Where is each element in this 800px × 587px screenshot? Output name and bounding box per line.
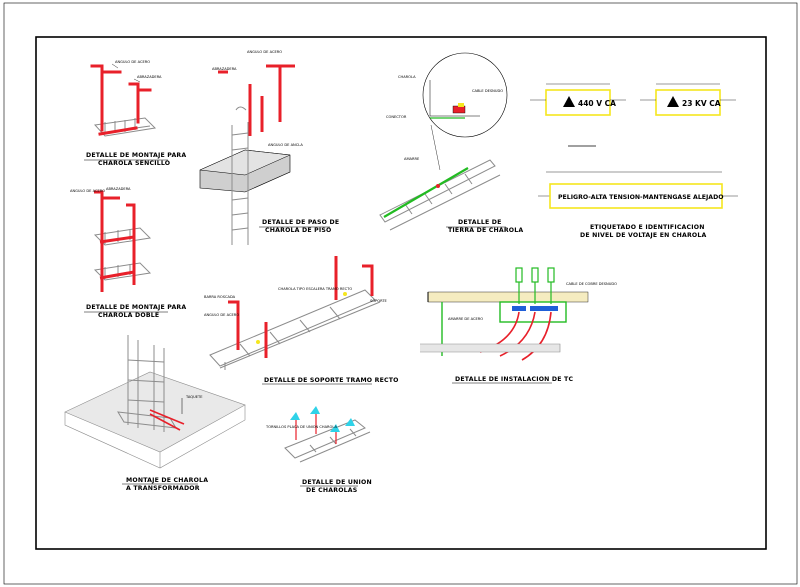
- inner-frame: [35, 36, 767, 550]
- caption-instalacion: DETALLE DE INSTALACION DE TC: [455, 376, 573, 383]
- label-barra-roscada: BARRA ROSCADA: [204, 295, 236, 299]
- detail-etiquetado: 440 V CA 23 KV CA PELIGRO-ALTA TENSION-M…: [530, 83, 738, 239]
- label-cable-cobre: CABLE DE COBRE DESNUDO: [566, 282, 617, 286]
- caption-doble-line2: CHAROLA DOBLE: [98, 312, 159, 319]
- sign-warning-banner: [549, 183, 723, 209]
- label-abrazadera-2: ABRAZADERA: [106, 187, 131, 191]
- caption-paso-line2: CHAROLA DE PISO: [265, 227, 332, 234]
- detail-soporte-tramo-recto: BARRA ROSCADA ANGULO DE ACERO CHAROLA TI…: [204, 256, 399, 385]
- label-angulo-ancla: ANGULO DE ANCLA: [268, 143, 303, 147]
- warning-triangle-icon-2: [667, 96, 679, 107]
- label-tornillos: TORNILLOS PLACA DE UNION CHAROLA: [265, 425, 337, 429]
- caption-etiquetado-line2: DE NIVEL DE VOLTAJE EN CHAROLA: [580, 232, 707, 239]
- label-abrazadera: ABRAZADERA: [137, 75, 162, 79]
- caption-etiquetado-line1: ETIQUETADO E IDENTIFICACION: [590, 224, 705, 231]
- label-amarre: AMARRE: [404, 157, 420, 161]
- detail-instalacion-tc: CABLE DE COBRE DESNUDO AMARRE DE ACERO D…: [420, 267, 617, 384]
- label-soporte: SOPORTE: [370, 299, 388, 303]
- outer-frame: [3, 2, 798, 585]
- label-angulo-acero-3: ANGULO DE ACERO: [247, 50, 282, 54]
- label-charola-tipo: CHAROLA TIPO ESCALERA TRAMO RECTO: [278, 287, 352, 291]
- caption-transformador-line1: MONTAJE DE CHAROLA: [126, 477, 208, 484]
- detail-montaje-transformador: TAQUETE MONTAJE DE CHAROLA A TRANSFORMAD…: [64, 335, 246, 492]
- label-angulo-acero-2: ANGULO DE ACERO: [70, 189, 105, 193]
- caption-paso-line1: DETALLE DE PASO DE: [262, 219, 339, 226]
- sign-440v-text: 440 V CA: [578, 99, 616, 108]
- label-angulo-acero: ANGULO DE ACERO: [115, 60, 150, 64]
- label-amarre-acero: AMARRE DE ACERO: [448, 317, 483, 321]
- caption-transformador-line2: A TRANSFORMADOR: [126, 485, 200, 492]
- warning-triangle-icon: [563, 96, 575, 107]
- caption-tierra-line1: DETALLE DE: [458, 219, 502, 226]
- detail-paso-charola-piso: ANGULO DE ACERO ABRAZADERA ANGULO DE ANC…: [199, 50, 339, 245]
- label-cable-desnudo: CABLE DESNUDO: [472, 89, 503, 93]
- label-conector: CONECTOR: [386, 115, 407, 119]
- detail-montaje-sencillo: ANGULO DE ACERO ABRAZADERA DETALLE DE MO…: [84, 60, 186, 167]
- sign-warning-text: PELIGRO-ALTA TENSION-MANTENGASE ALEJADO: [558, 194, 723, 201]
- caption-union-line2: DE CHAROLAS: [306, 487, 357, 494]
- caption-union-line1: DETALLE DE UNION: [302, 479, 372, 486]
- label-charola: CHAROLA: [398, 75, 416, 79]
- label-abrazadera-3: ABRAZADERA: [212, 67, 237, 71]
- caption-sencillo-line2: CHAROLA SENCILLO: [98, 160, 170, 167]
- sign-23kv-text: 23 KV CA: [682, 99, 721, 108]
- caption-soporte: DETALLE DE SOPORTE TRAMO RECTO: [264, 377, 399, 384]
- caption-sencillo-line1: DETALLE DE MONTAJE PARA: [86, 152, 186, 159]
- detail-tierra-charola: CHAROLA CABLE DESNUDO CONECTOR AMARRE DE…: [379, 52, 523, 234]
- label-angulo-acero-4: ANGULO DE ACERO: [204, 313, 239, 317]
- caption-tierra-line2: TIERRA DE CHAROLA: [448, 227, 523, 234]
- detail-union-charolas: TORNILLOS PLACA DE UNION CHAROLA DETALLE…: [265, 406, 372, 494]
- sign-23kv: [655, 89, 721, 116]
- label-taquete: TAQUETE: [185, 395, 203, 399]
- caption-doble-line1: DETALLE DE MONTAJE PARA: [86, 304, 186, 311]
- detail-montaje-doble: ANGULO DE ACERO ABRAZADERA DETALLE DE MO…: [70, 187, 186, 319]
- sign-440v: [545, 89, 611, 116]
